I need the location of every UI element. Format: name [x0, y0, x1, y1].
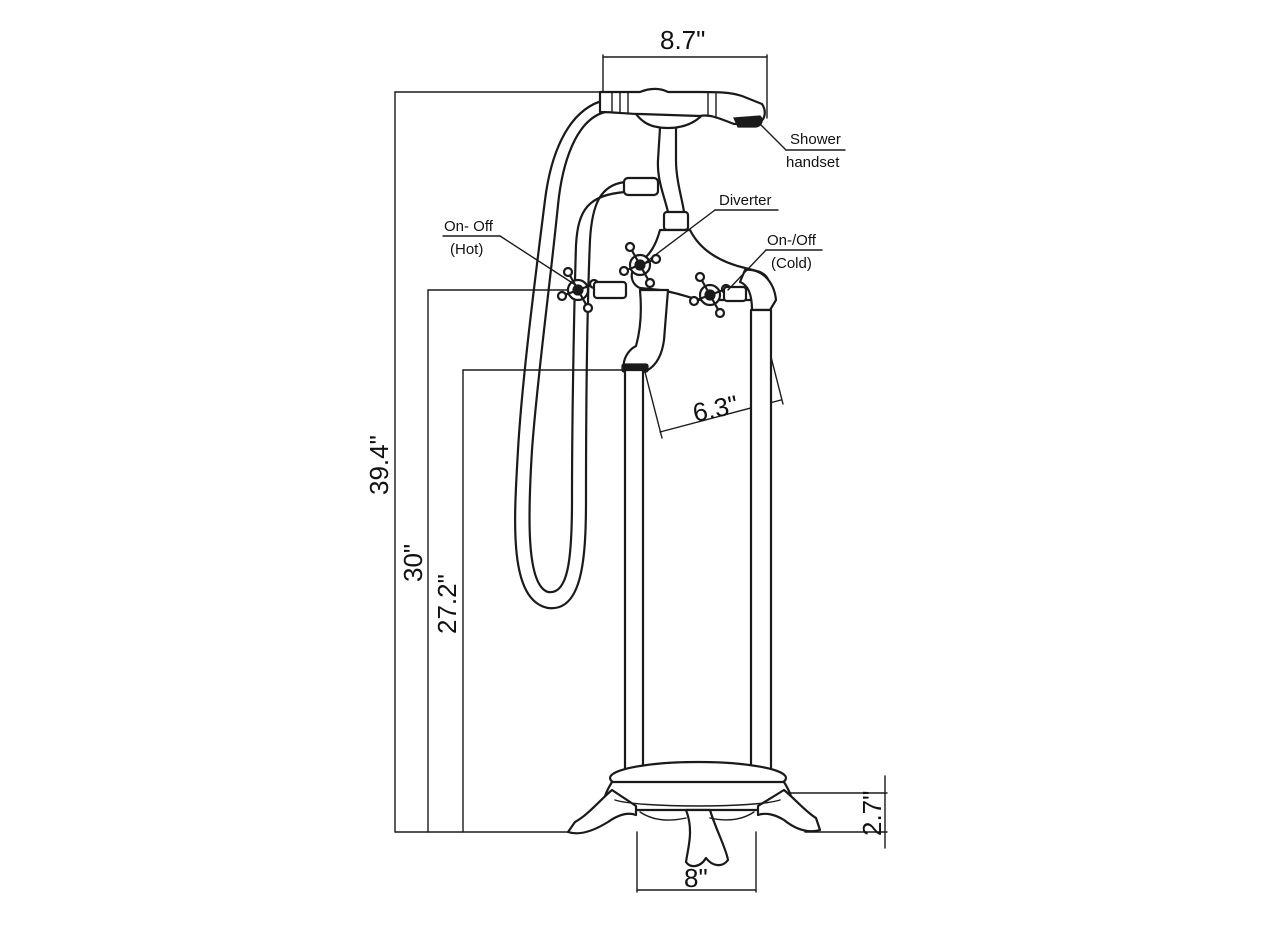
label-hot-line2: (Hot)	[450, 241, 483, 258]
shower-head-face	[733, 115, 763, 128]
faucet-drawing	[514, 87, 822, 868]
dim-spout-reach: 6.3"	[690, 389, 741, 428]
label-diverter: Diverter	[719, 192, 772, 209]
diverter-collar	[662, 210, 690, 232]
label-shower-line1: Shower	[790, 131, 841, 148]
dim-base-width: 8"	[684, 863, 708, 893]
spout	[622, 288, 670, 372]
dim-handset-width: 8.7"	[660, 25, 705, 55]
handset-arm	[656, 126, 686, 214]
hose-outer	[514, 98, 627, 610]
label-shower-line2: handset	[786, 154, 840, 171]
diverter-handle	[618, 241, 662, 289]
hose-inner	[528, 110, 627, 594]
claw-foot-right	[756, 788, 822, 833]
claw-foot-front	[684, 808, 730, 868]
left-pillar	[623, 368, 645, 774]
dim-spout-height: 27.2"	[432, 574, 462, 634]
label-hot-line1: On- Off	[444, 218, 494, 235]
right-pillar	[749, 308, 773, 774]
cold-handle	[688, 271, 748, 319]
dim-total-height: 39.4"	[364, 435, 394, 495]
hot-handle	[556, 266, 628, 314]
dim-handle-height: 30"	[398, 544, 428, 582]
hose-fitting	[622, 176, 660, 197]
dim-base-height: 2.7"	[857, 791, 887, 836]
base-ornament	[614, 799, 781, 821]
label-cold-line2: (Cold)	[771, 255, 812, 272]
shower-handset-body	[598, 87, 766, 126]
label-cold-line1: On-/Off	[767, 232, 817, 249]
callout-leaders	[442, 123, 846, 291]
